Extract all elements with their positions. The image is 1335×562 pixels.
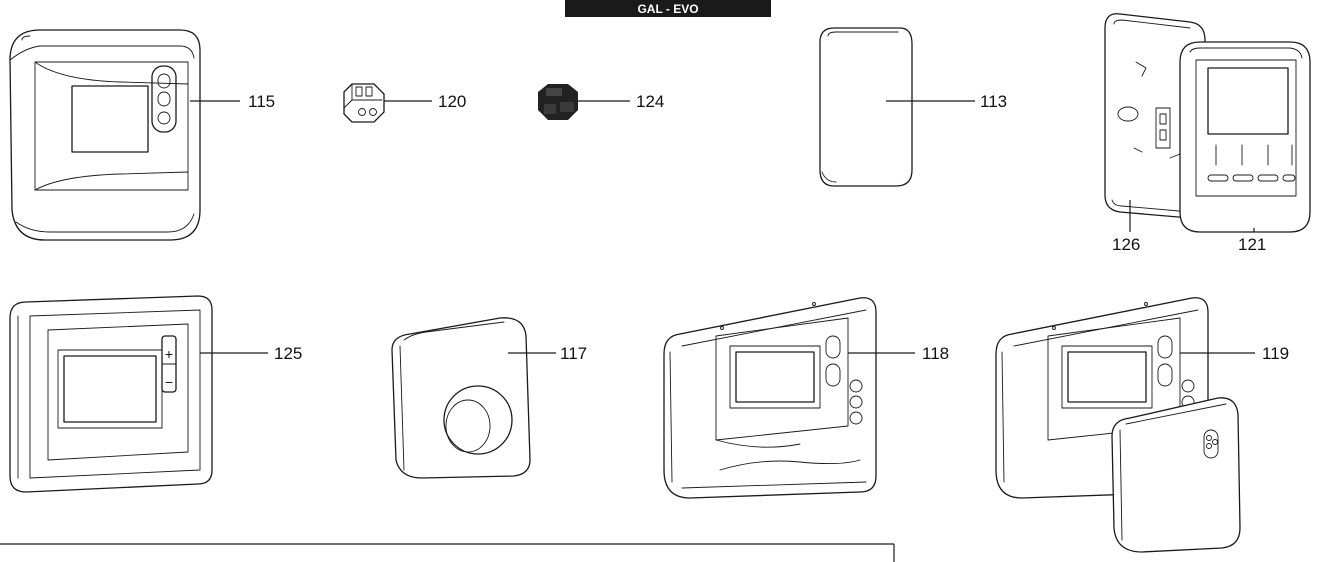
device-120: 120: [343, 83, 466, 123]
device-115: 115: [9, 29, 275, 241]
device-125: + − 125: [9, 295, 302, 493]
label-115: 115: [248, 92, 275, 111]
label-125: 125: [274, 344, 302, 363]
device-113: 113: [819, 27, 1007, 187]
label-113: 113: [980, 92, 1007, 111]
label-119: 119: [1262, 344, 1289, 363]
label-126: 126: [1112, 235, 1140, 254]
label-121: 121: [1238, 235, 1266, 254]
device-124: 124: [538, 84, 664, 120]
device-118: 118: [663, 297, 949, 499]
device-117: 117: [391, 317, 587, 479]
label-118: 118: [922, 344, 949, 363]
label-120: 120: [438, 92, 466, 111]
bottom-frame: [0, 543, 895, 562]
plus-symbol: +: [165, 346, 173, 362]
device-119: 119: [995, 297, 1289, 553]
banner-text: GAL - EVO: [637, 2, 698, 16]
minus-symbol: −: [165, 374, 173, 390]
label-117: 117: [560, 344, 587, 363]
device-126-121: 126 121: [1104, 13, 1311, 254]
label-124: 124: [636, 92, 664, 111]
model-banner: GAL - EVO: [565, 0, 771, 17]
